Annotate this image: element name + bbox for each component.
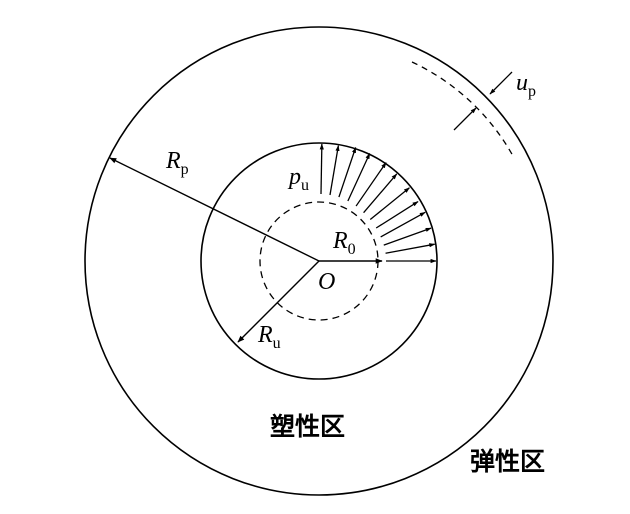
pressure-arrow [369,187,410,221]
support-pressure-label: pu [287,164,309,194]
displacement-label: up [516,70,536,100]
elastic-zone-label: 弹性区 [470,447,545,476]
plastic-zone-label: 塑性区 [270,412,345,441]
outer-radius-arrow [109,157,320,262]
plastic-radius-arrow [237,260,320,343]
tunnel-radius-label: R0 [332,228,356,258]
elastic-zone-boundary [84,26,554,496]
displacement-arrow-inner [453,107,477,131]
plastic-zone-boundary [200,142,438,380]
pressure-arrow [338,146,357,198]
plastic-radius-label: Ru [257,322,281,352]
pressure-arrow [380,211,426,238]
pressure-arrow [363,173,398,214]
pressure-arrow [385,243,436,254]
pressure-arrow [329,144,340,196]
pressure-arrow [347,152,371,202]
pressure-arrow [355,162,387,207]
center-label: O [318,269,335,295]
displaced-boundary-arc [411,61,514,157]
pressure-arrow [375,201,419,229]
pressure-arrow [383,227,432,246]
pressure-arrow [319,143,324,195]
outer-radius-label: Rp [165,148,189,178]
displacement-arrow-outer [489,71,513,95]
support-pressure-arrows [319,143,437,264]
